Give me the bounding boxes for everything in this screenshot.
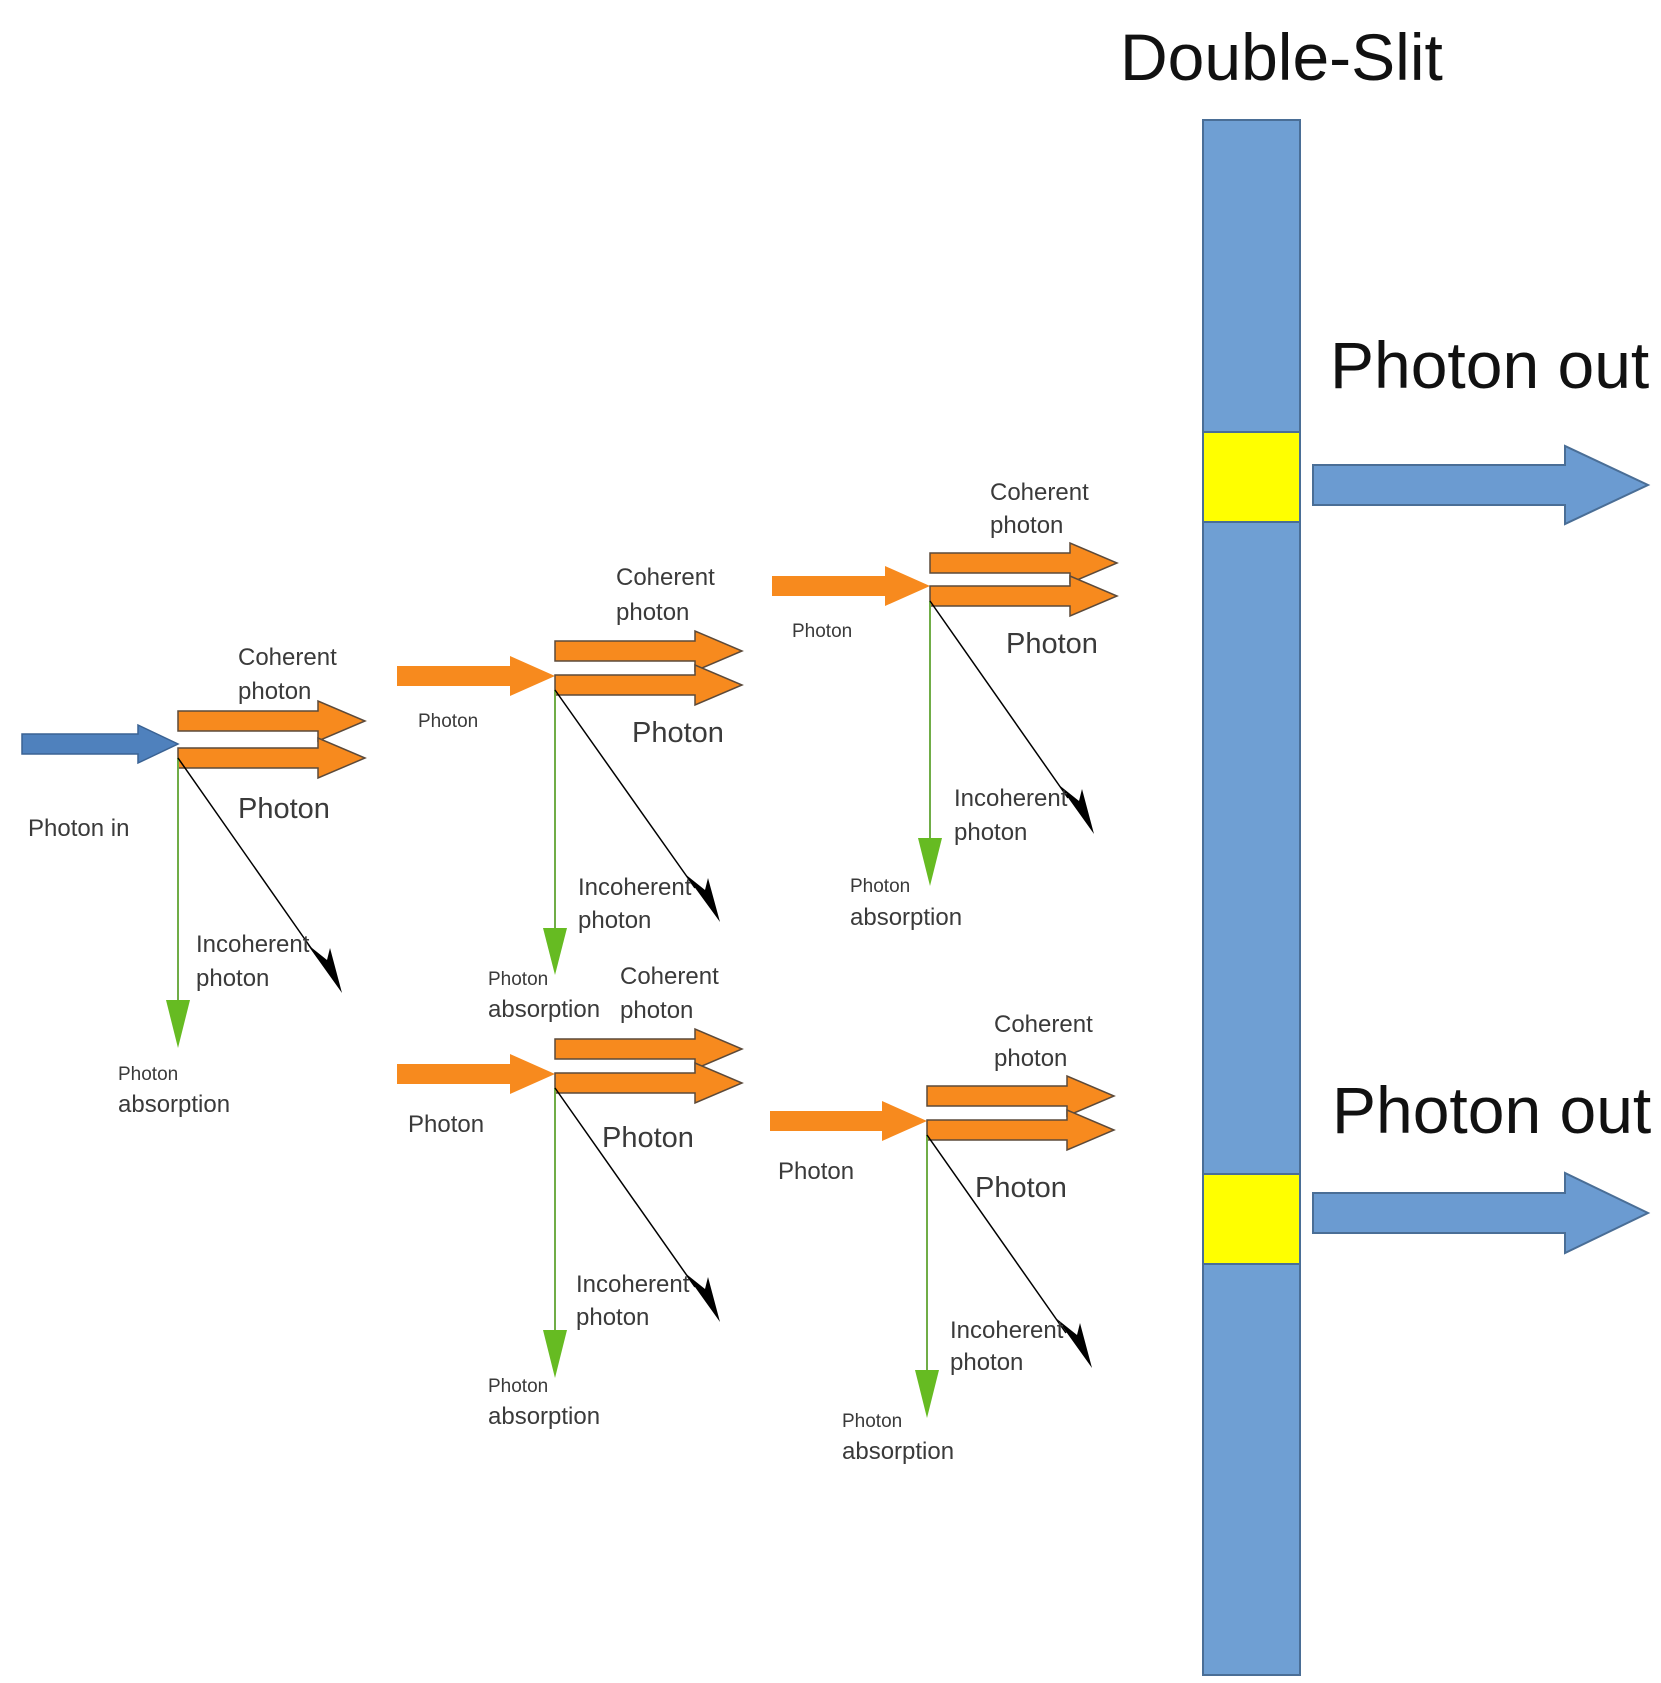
coherent-label-2: photon — [620, 997, 693, 1024]
incoherent-label-2: photon — [954, 819, 1027, 846]
coherent-photon-arrow — [554, 1027, 744, 1071]
coherent-label-2: photon — [238, 678, 311, 705]
coherent-photon-arrow — [929, 541, 1119, 585]
photon-label: Photon — [1006, 628, 1098, 660]
incoherent-line — [177, 757, 319, 959]
double-slit-barrier — [1202, 119, 1301, 1676]
incoherent-line — [929, 600, 1069, 799]
photon-out-label-top: Photon out — [1330, 328, 1649, 402]
coherent-label-1: Coherent — [616, 564, 715, 591]
barrier-bar — [1202, 119, 1301, 1676]
photon-label: Photon — [602, 1122, 694, 1154]
absorption-label-2: absorption — [488, 1403, 600, 1430]
output-photon-bottom: Photon out — [1312, 1073, 1651, 1255]
coherent-photon-arrow — [177, 699, 367, 743]
coherent-label-2: photon — [616, 599, 689, 626]
absorption-label-1: Photon — [842, 1411, 902, 1432]
photon-label: Photon — [975, 1172, 1067, 1204]
photon-in-label: Photon in — [28, 815, 129, 842]
slit-opening-top — [1202, 431, 1301, 523]
photon-out-label-bottom: Photon out — [1332, 1073, 1651, 1147]
incoherent-line — [554, 1087, 696, 1288]
incoherent-arrowhead — [685, 874, 720, 922]
photon-in-label: Photon — [408, 1111, 484, 1138]
photon-in-arrow — [21, 723, 180, 765]
coherent-photon-arrow — [554, 629, 744, 673]
absorption-label-2: absorption — [118, 1091, 230, 1118]
photon-arrow — [926, 1108, 1116, 1152]
incoherent-line — [926, 1134, 1067, 1334]
incoherent-label-1: Incoherent — [578, 874, 692, 901]
incoherent-label-2: photon — [576, 1304, 649, 1331]
incoherent-label-2: photon — [578, 907, 651, 934]
photon-in-arrow — [397, 656, 555, 696]
incoherent-arrowhead — [685, 1273, 720, 1322]
absorption-arrowhead — [166, 1000, 190, 1048]
incoherent-label-1: Incoherent — [954, 785, 1068, 812]
coherent-label-1: Coherent — [990, 479, 1089, 506]
photon-in-arrow — [772, 566, 930, 606]
absorption-label-2: absorption — [850, 904, 962, 931]
photon-label: Photon — [238, 793, 330, 825]
photon-arrow — [177, 736, 367, 780]
output-photon-top: Photon out — [1312, 328, 1651, 526]
incoherent-label-1: Incoherent — [576, 1271, 690, 1298]
emission-unit-4: Photon Coherent photon Photon Incoherent… — [772, 479, 1119, 931]
coherent-label-1: Coherent — [994, 1011, 1093, 1038]
photon-in-arrow — [770, 1101, 927, 1141]
incoherent-arrowhead — [1057, 1319, 1092, 1368]
photon-arrow — [929, 574, 1119, 618]
absorption-label-1: Photon — [488, 969, 548, 990]
absorption-arrowhead — [918, 838, 942, 886]
absorption-label-1: Photon — [118, 1064, 178, 1085]
photon-out-arrow-top — [1312, 444, 1651, 526]
photon-in-label: Photon — [792, 621, 852, 642]
coherent-label-1: Coherent — [238, 644, 337, 671]
absorption-arrowhead — [915, 1370, 939, 1418]
emission-unit-1: Coherent photon Photon Incoherent photon… — [118, 644, 367, 1118]
absorption-label-1: Photon — [850, 876, 910, 897]
photon-in-arrow — [397, 1054, 555, 1094]
photon-out-arrow-bottom — [1312, 1171, 1651, 1255]
absorption-label-2: absorption — [488, 996, 600, 1023]
emission-unit-2: Photon Coherent photon Photon Incoherent… — [397, 564, 744, 1023]
absorption-label-1: Photon — [488, 1376, 548, 1397]
incoherent-label-2: photon — [196, 965, 269, 992]
emission-unit-5: Photon Coherent photon Photon Incoherent… — [770, 1011, 1116, 1465]
incoherent-arrowhead — [1059, 785, 1094, 834]
coherent-label-2: photon — [994, 1045, 1067, 1072]
diagram-title: Double-Slit — [1120, 20, 1443, 94]
absorption-label-2: absorption — [842, 1438, 954, 1465]
incoherent-line — [554, 689, 696, 889]
photon-in-label: Photon — [778, 1158, 854, 1185]
absorption-arrowhead — [543, 1330, 567, 1378]
photon-in: Photon in — [21, 723, 180, 842]
incoherent-label-2: photon — [950, 1349, 1023, 1376]
incoherent-label-1: Incoherent — [196, 931, 310, 958]
absorption-arrowhead — [543, 928, 567, 975]
emission-unit-3: Photon Coherent photon Photon Incoherent… — [397, 963, 744, 1430]
coherent-label-2: photon — [990, 512, 1063, 539]
coherent-photon-arrow — [926, 1074, 1116, 1118]
slit-opening-bottom — [1202, 1173, 1301, 1265]
incoherent-arrowhead — [307, 944, 342, 993]
coherent-label-1: Coherent — [620, 963, 719, 990]
incoherent-label-1: Incoherent — [950, 1317, 1064, 1344]
photon-label: Photon — [632, 717, 724, 749]
photon-in-label: Photon — [418, 711, 478, 732]
photon-arrow — [554, 1061, 744, 1105]
photon-arrow — [554, 663, 744, 707]
